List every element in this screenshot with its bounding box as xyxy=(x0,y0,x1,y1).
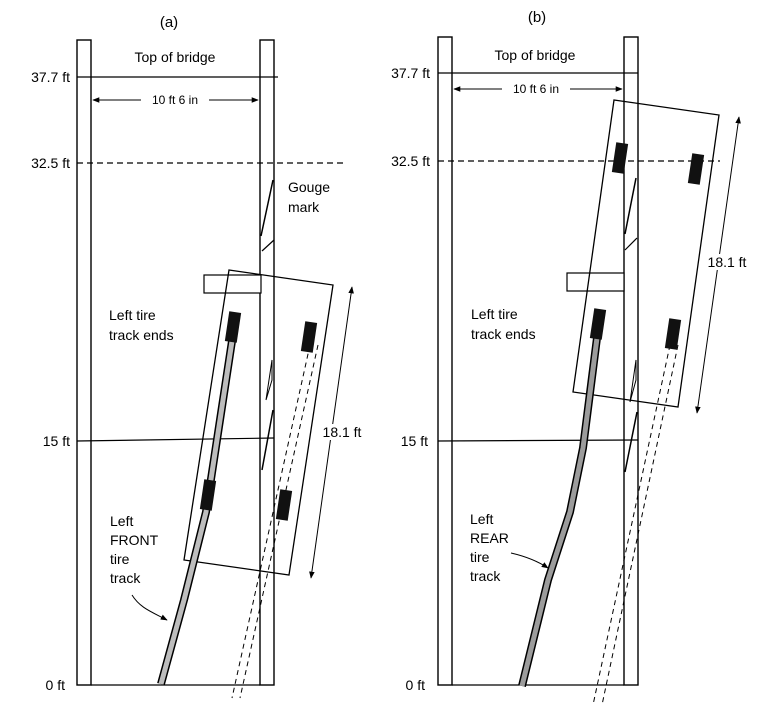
panel-a-tire-rear-right xyxy=(275,489,293,521)
panel-b-dashed-track-2 xyxy=(601,344,679,706)
panel-a-track-pointer xyxy=(131,594,168,621)
panel-a-tire-ends-2: track ends xyxy=(109,327,174,343)
panel-b-tire-rear-left xyxy=(589,308,607,340)
panel-a-gouge-label-1: Gouge xyxy=(288,179,330,195)
panel-b-scrape-1 xyxy=(629,359,637,403)
panel-a-gouge-label-2: mark xyxy=(288,199,320,215)
panel-b-gouge-mark xyxy=(624,177,637,235)
panel-a-dashed-track-2 xyxy=(239,344,319,699)
panel-b-tire-front-left xyxy=(611,142,629,174)
panel-a-width-mask xyxy=(141,92,209,107)
panel-b-track-pointer xyxy=(510,552,549,569)
panel-b-gouge-mark-2 xyxy=(624,237,638,251)
panel-b-scrape-2 xyxy=(624,411,638,473)
panel-a-track-label-3: tire xyxy=(110,551,130,567)
panel-b-top-label: Top of bridge xyxy=(495,47,576,63)
panel-b-vehicle-outline xyxy=(572,99,720,408)
panel-b-tire-ends-2: track ends xyxy=(471,326,536,342)
panel-a-elev-0: 0 ft xyxy=(46,677,66,693)
panel-b-track-label-1: Left xyxy=(470,511,493,527)
panel-b-left-rail xyxy=(437,36,453,686)
panel-b-tire-front-right xyxy=(687,153,705,185)
panel-a-tire-rear-left xyxy=(199,479,217,511)
panel-a-tire-track xyxy=(158,340,235,685)
panel-a-track-label-1: Left xyxy=(110,513,133,529)
panel-a-track-label-2: FRONT xyxy=(110,532,159,548)
panel-b-width-mask xyxy=(502,81,570,96)
panel-a-elev-32-5: 32.5 ft xyxy=(31,155,70,171)
panel-a-title: (a) xyxy=(160,14,178,31)
panel-a-elev-15: 15 ft xyxy=(43,433,70,449)
panel-a-tire-front-right xyxy=(300,321,318,353)
panel-b-length-label: 18.1 ft xyxy=(708,254,747,270)
panel-b-elev-0: 0 ft xyxy=(406,677,426,693)
panel-b-elev-15: 15 ft xyxy=(401,433,428,449)
panel-b-elev-37-7: 37.7 ft xyxy=(391,65,430,81)
panel-b: (b) Top of bridge 37.7 ft 32.5 ft 15 ft … xyxy=(391,9,755,706)
panel-b-tire-ends-1: Left tire xyxy=(471,306,518,322)
panel-b-tire-track xyxy=(519,329,601,687)
panel-a-line-15 xyxy=(76,437,275,442)
panel-a-length-mask xyxy=(315,424,369,440)
panel-b-line-15 xyxy=(437,439,639,442)
panel-b-dashed-track-1 xyxy=(592,344,671,706)
panel-a-width-label: 10 ft 6 in xyxy=(152,93,198,107)
panel-a-gouge-mark-2 xyxy=(261,239,275,252)
panel-a-vehicle-outline xyxy=(183,269,334,576)
panel-b-small-box xyxy=(566,272,625,292)
panel-a-gouge-mark xyxy=(260,179,274,237)
panel-a-scrape-2 xyxy=(261,409,274,471)
panel-a-tire-ends-1: Left tire xyxy=(109,307,156,323)
panel-b-right-rail xyxy=(623,36,639,686)
panel-b-width-label: 10 ft 6 in xyxy=(513,82,559,96)
panel-a-elev-37-7: 37.7 ft xyxy=(31,69,70,85)
panel-a-scrape-1 xyxy=(265,359,273,401)
panel-a-left-rail xyxy=(76,39,92,686)
panel-a-track-outline xyxy=(157,340,236,686)
panel-b-title: (b) xyxy=(528,9,546,26)
panel-a-small-box xyxy=(203,274,262,294)
panel-a: (a) Top of bridge 37.7 ft 32.5 ft 15 ft … xyxy=(31,14,369,699)
panel-a-length-label: 18.1 ft xyxy=(323,424,362,440)
panel-b-track-label-3: tire xyxy=(470,549,490,565)
panel-b-track-label-4: track xyxy=(470,568,501,584)
panel-a-tire-front-left xyxy=(224,311,242,343)
panel-b-elev-32-5: 32.5 ft xyxy=(391,153,430,169)
panel-a-track-label-4: track xyxy=(110,570,141,586)
panel-a-top-label: Top of bridge xyxy=(135,49,216,65)
panel-a-dashed-track-1 xyxy=(231,344,311,699)
panel-b-tire-rear-right xyxy=(664,318,682,350)
panel-b-length-mask xyxy=(701,254,755,270)
panel-b-track-label-2: REAR xyxy=(470,530,509,546)
